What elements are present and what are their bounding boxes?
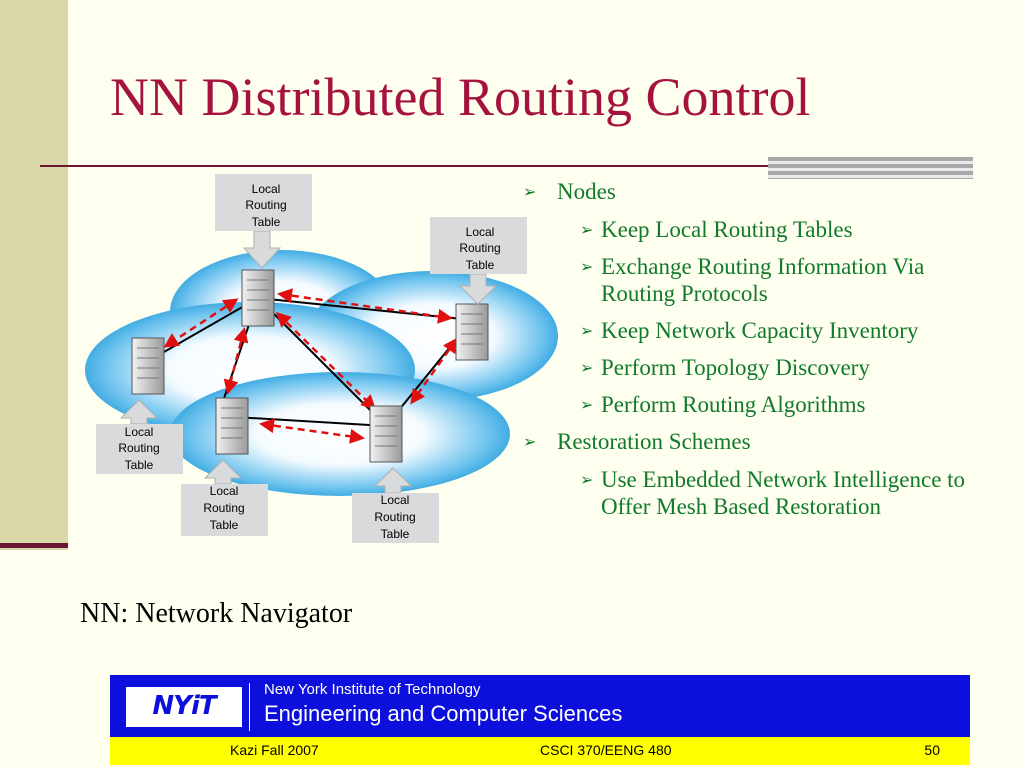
- bullet-text: Use Embedded Network Intelligence to Off…: [601, 467, 966, 519]
- left-decor-rule: [0, 543, 68, 548]
- slide-title: NN Distributed Routing Control: [110, 67, 811, 127]
- routing-label-box: Local Routing Table: [215, 174, 312, 231]
- bullet-item: ➢ Restoration Schemes: [520, 428, 1000, 455]
- abbreviation-note: NN: Network Navigator: [80, 598, 353, 629]
- exchange-arrow: [277, 288, 453, 324]
- routing-label-line: Local: [381, 493, 410, 507]
- routing-label-line: Local: [210, 484, 239, 498]
- footer-banner: NYiT New York Institute of Technology En…: [110, 675, 970, 737]
- exchange-arrow: [163, 298, 239, 348]
- bullet-list: ➢ Nodes ➢ Keep Local Routing Tables ➢ Ex…: [520, 178, 1000, 530]
- title-underline-accent: [768, 157, 973, 179]
- routing-label-line: Table: [466, 258, 495, 272]
- routing-label-box: Local Routing Table: [181, 484, 268, 536]
- routing-label-line: Table: [381, 527, 410, 541]
- arrow-bullet-icon: ➢: [580, 470, 594, 489]
- routing-label-line: Local: [252, 182, 281, 196]
- exchange-arrow: [410, 337, 458, 405]
- left-decor-band: [0, 0, 68, 550]
- bullet-item: ➢ Perform Routing Algorithms: [520, 391, 1000, 418]
- bullet-item: ➢ Keep Local Routing Tables: [520, 216, 1000, 243]
- bullet-text: Restoration Schemes: [557, 429, 751, 454]
- routing-label-line: Routing: [374, 510, 415, 524]
- arrow-bullet-icon: ➢: [580, 395, 594, 414]
- title-underline: [40, 165, 940, 167]
- course-code: CSCI 370/EENG 480: [540, 742, 672, 758]
- routing-label-line: Local: [125, 425, 154, 439]
- bullet-text: Keep Network Capacity Inventory: [601, 318, 919, 343]
- bullet-item: ➢ Use Embedded Network Intelligence to O…: [520, 466, 1000, 520]
- routing-label-line: Routing: [118, 441, 159, 455]
- bullet-text: Exchange Routing Information Via Routing…: [601, 254, 925, 306]
- exchange-arrow: [223, 327, 249, 395]
- footer-divider: [249, 683, 250, 731]
- arrow-bullet-icon: ➢: [580, 257, 594, 276]
- arrow-bullet-icon: ➢: [580, 220, 594, 239]
- routing-label-line: Routing: [245, 198, 286, 212]
- bullet-text: Perform Routing Algorithms: [601, 392, 866, 417]
- bullet-item: ➢ Keep Network Capacity Inventory: [520, 317, 1000, 344]
- routing-label-box: Local Routing Table: [96, 424, 183, 474]
- page-number: 50: [924, 742, 940, 758]
- arrow-bullet-icon: ➢: [523, 182, 537, 201]
- routing-label-line: Local: [466, 225, 495, 239]
- bullet-item: ➢ Nodes: [520, 178, 1000, 205]
- footer-info-bar: Kazi Fall 2007 CSCI 370/EENG 480 50: [110, 737, 970, 765]
- server-icon: [131, 337, 165, 395]
- routing-label-line: Table: [252, 215, 281, 229]
- routing-label-line: Routing: [459, 241, 500, 255]
- bullet-text: Perform Topology Discovery: [601, 355, 870, 380]
- exchange-arrow: [259, 418, 365, 444]
- server-icon: [455, 303, 489, 361]
- server-icon: [215, 397, 249, 455]
- bullet-text: Nodes: [557, 179, 616, 204]
- nyit-logo: NYiT: [126, 687, 242, 727]
- routing-label-line: Table: [125, 458, 154, 472]
- server-icon: [369, 405, 403, 463]
- arrow-bullet-icon: ➢: [523, 432, 537, 451]
- bullet-item: ➢ Perform Topology Discovery: [520, 354, 1000, 381]
- server-icon: [241, 269, 275, 327]
- routing-label-box: Local Routing Table: [352, 493, 439, 543]
- arrow-bullet-icon: ➢: [580, 358, 594, 377]
- bullet-text: Keep Local Routing Tables: [601, 217, 853, 242]
- exchange-arrows: [163, 288, 458, 444]
- routing-label-box: Local Routing Table: [430, 217, 527, 274]
- arrow-bullet-icon: ➢: [580, 321, 594, 340]
- logo-text: NYiT: [152, 691, 216, 721]
- department-name: Engineering and Computer Sciences: [264, 701, 623, 726]
- pointer-arrow: [242, 230, 282, 269]
- institution-name: New York Institute of Technology: [264, 681, 481, 698]
- routing-label-line: Table: [210, 518, 239, 532]
- author-term: Kazi Fall 2007: [230, 742, 319, 758]
- exchange-arrow: [275, 311, 377, 411]
- routing-label-line: Routing: [203, 501, 244, 515]
- pointer-arrow: [458, 273, 498, 305]
- bullet-item: ➢ Exchange Routing Information Via Routi…: [520, 253, 1000, 307]
